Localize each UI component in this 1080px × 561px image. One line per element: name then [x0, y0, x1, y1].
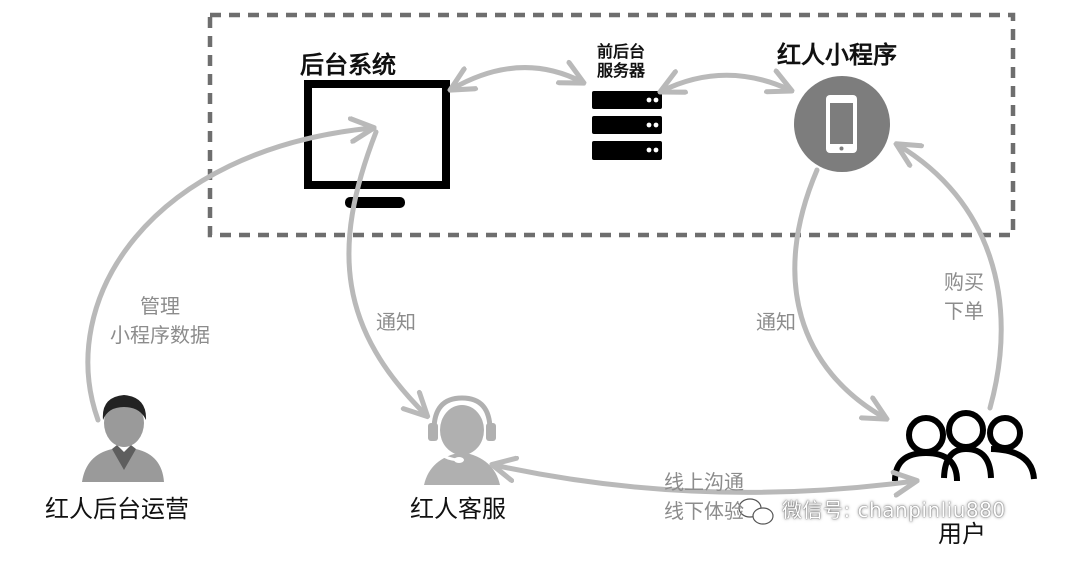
node-label-operations: 红人后台运营 [45, 495, 189, 523]
system-boundary-frame [207, 12, 1016, 238]
customer-service-headset-icon [424, 395, 500, 485]
arrow-backend-server [452, 68, 582, 89]
edge-label-purchase: 购买 下单 [944, 270, 984, 323]
arrow-backend-to-customer-service [346, 129, 426, 415]
arrow-customer-service-users [494, 465, 915, 492]
node-label-backend-system: 后台系统 [300, 51, 396, 79]
arrow-users-to-miniprogram [898, 145, 1004, 411]
server-icon [592, 91, 662, 160]
arrow-operations-to-backend [85, 128, 372, 423]
edge-label-manage-data: 管理 小程序数据 [110, 294, 210, 347]
phone-icon [794, 76, 890, 172]
node-label-server: 前后台 服务器 [596, 42, 645, 81]
node-label-customer-service: 红人客服 [410, 495, 506, 523]
operator-person-icon [82, 395, 164, 482]
edge-label-notify-right: 通知 [756, 310, 796, 334]
wechat-watermark-icon [738, 498, 774, 525]
arrow-miniprogram-to-users [792, 167, 885, 418]
watermark-text: 微信号: chanpinliu880 [782, 498, 1006, 522]
monitor-icon [304, 80, 450, 208]
node-label-miniprogram: 红人小程序 [777, 41, 897, 69]
node-label-users: 用户 [938, 520, 986, 548]
users-group-icon [892, 410, 1037, 482]
edge-label-notify-left: 通知 [376, 310, 416, 334]
arrow-server-miniprogram [662, 75, 790, 91]
edge-label-communication: 线上沟通 线下体验 [664, 470, 744, 523]
